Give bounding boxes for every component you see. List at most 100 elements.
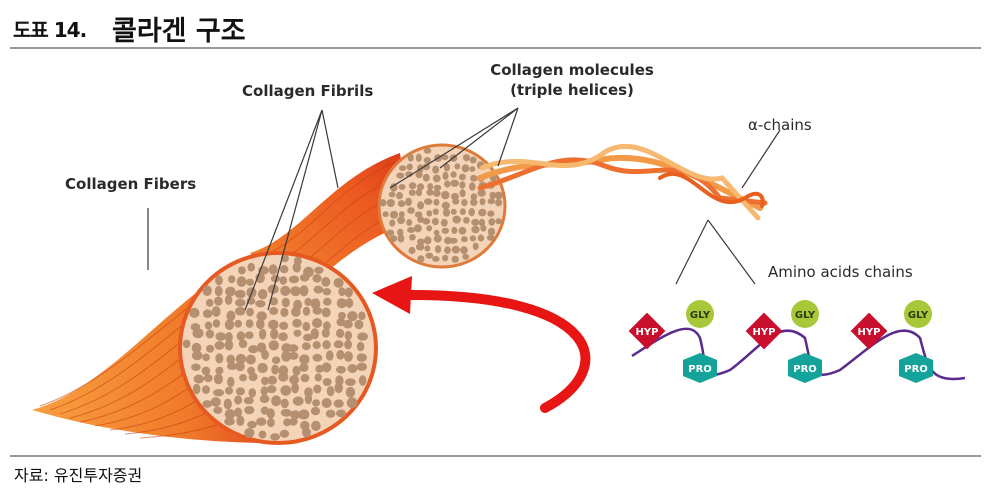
fibril-dot [413,224,422,233]
fibril-dot [408,189,416,196]
fibril-dot [358,375,367,386]
fibril-dot [278,332,288,342]
fibril-dot [290,286,301,297]
fibril-dot [347,311,358,322]
fibril-dot [268,264,278,275]
fibril-dot [235,361,245,372]
fibril-dot [451,245,460,254]
fibril-dot [426,210,433,217]
fibril-dot [459,181,466,189]
fibril-dot [470,174,478,182]
fibril-dot [215,332,226,341]
fibril-dot [397,200,406,208]
fibril-dot [269,307,279,315]
fibril-dot [338,311,346,320]
fibril-dot [480,225,487,232]
fibril-dot [397,234,405,243]
fibril-dot [226,310,236,322]
fibril-dot [215,275,223,286]
fibril-dot [431,217,439,226]
fibril-dot [321,328,330,338]
fibril-dot [388,191,396,198]
fibril-dot [469,166,476,172]
label-collagen-fibrils: Collagen Fibrils [242,82,373,100]
fibril-dot [291,307,301,317]
fibril-dot [426,225,433,232]
leader-lines [147,107,781,311]
fibril-dot [215,353,224,364]
fibril-dot [442,254,449,262]
fibril-dot [451,193,459,200]
fibril-dot [333,340,344,349]
fibril-dot [433,184,442,191]
fibril-dot [235,387,245,396]
fibril-dot [235,289,246,299]
fibril-dot [256,417,267,426]
fibril-dot [278,372,289,382]
fibril-dot [357,332,368,341]
fibril-dot [459,208,466,216]
label-collagen-fibers: Collagen Fibers [65,175,196,193]
fibril-dot [225,286,236,297]
fibril-dot [247,262,255,272]
fibril-dot [322,288,332,296]
fibril-dot [299,285,309,297]
amino-unit-1: HYP GLY PRO [628,300,717,383]
fibril-dot [354,319,364,330]
fibril-dot [425,252,434,259]
fibril-dot [267,375,277,385]
label-alpha-chains: α-chains [748,116,812,134]
fibril-dot [311,420,321,431]
fibril-dot [289,418,298,426]
fibril-dot [211,306,221,317]
fibril-dot [495,218,503,225]
fibril-dot [444,180,451,188]
fibril-dot [345,378,356,386]
fibril-dot [479,198,486,206]
fibril-dot [206,344,215,353]
fibril-dot [268,319,279,330]
fibril-dot [486,234,495,241]
fibril-dot [417,238,425,245]
fibril-dot [261,349,269,360]
fibril-dot [346,397,358,409]
figure-number: 도표 14. [13,18,87,42]
fibril-dot [280,385,292,396]
fibril-dot [244,428,255,438]
fibril-dot [224,339,234,351]
fibril-dot [389,210,399,219]
fibril-dot [344,339,352,350]
fibril-dot [489,191,497,200]
fibril-dot [224,417,235,426]
fibril-dot [203,374,213,383]
fibril-dot [310,406,321,416]
amino-acid-chain: HYP GLY PRO HYP GLY PRO HYP GLY [628,300,966,383]
fibril-dot [224,409,236,420]
fibril-dot [201,366,211,376]
fibril-dot [257,289,268,300]
gly-label: GLY [795,310,816,321]
fibril-dot [478,208,487,217]
fibril-dot [336,328,345,338]
fibril-dot [192,383,201,395]
fibril-dot [407,153,414,162]
fiber-cross-section [178,251,378,445]
label-triple-helices: (triple helices) [510,81,634,99]
fibril-dot [441,190,450,200]
fibril-dot [281,297,290,308]
fibril-dot [214,296,223,306]
fibril-dot [298,409,310,420]
fibril-dot [452,198,460,205]
fibril-dot [224,386,234,395]
fibril-dot [472,242,479,251]
fibril-dot [189,307,200,318]
fibril-dot [450,171,457,178]
fibril-dot [246,307,254,317]
fibril-dot [433,229,440,236]
fibril-dot [312,273,322,283]
fibril-dot [432,208,439,215]
fibril-dot [450,208,457,215]
fibril-dot [213,373,223,385]
fibril-dot [451,255,459,263]
fibril-dot [234,395,243,405]
